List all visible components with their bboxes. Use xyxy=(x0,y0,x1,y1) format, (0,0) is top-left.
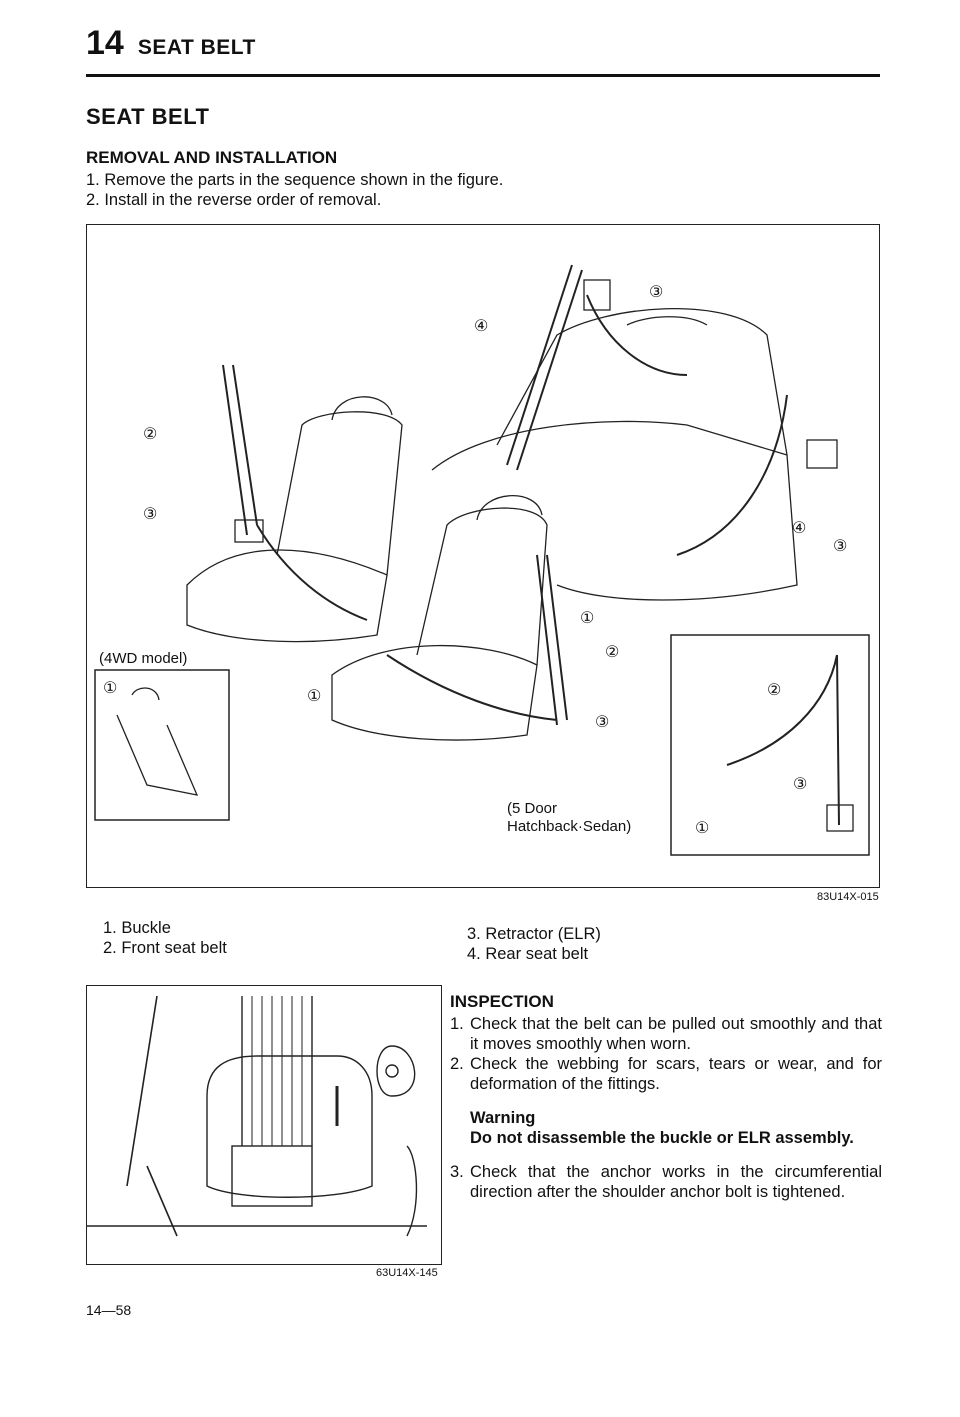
front-belt-right-edge xyxy=(546,554,568,721)
removal-heading: REMOVAL AND INSTALLATION xyxy=(86,148,338,167)
removal-step-1: 1. Remove the parts in the sequence show… xyxy=(86,171,504,189)
front-seat-right-headrest xyxy=(476,495,543,521)
elr-diagram xyxy=(87,995,427,1237)
callout-4-top: ④ xyxy=(474,318,488,335)
webbing-edges xyxy=(241,996,313,1146)
inset-5door-frame xyxy=(670,634,870,856)
callout-3-inset: ③ xyxy=(793,776,807,793)
section-title: SEAT BELT xyxy=(86,104,210,129)
retractor-left xyxy=(234,519,264,543)
warning-title: Warning xyxy=(470,1109,536,1127)
inset-4wd-frame xyxy=(94,669,230,821)
label-5door-2: Hatchback·Sedan) xyxy=(507,818,632,835)
warning-block: Warning Do not disassemble the buckle or… xyxy=(470,1108,882,1148)
callout-2-center: ② xyxy=(605,644,619,661)
inspection-item-2: 2. Check the webbing for scars, tears or… xyxy=(450,1054,882,1094)
front-belt-left xyxy=(222,364,248,536)
front-belt-right xyxy=(536,554,558,726)
main-figure-code: 83U14X-015 xyxy=(817,891,879,903)
inspection-figure-code: 63U14X-145 xyxy=(376,1267,438,1279)
rear-belt xyxy=(506,264,573,466)
inspection-item-number: 3. xyxy=(450,1163,464,1181)
round-cover xyxy=(376,1045,416,1097)
page-header: 14 SEAT BELT xyxy=(86,24,256,63)
callout-1-inset: ① xyxy=(695,820,709,837)
chapter-number: 14 xyxy=(86,24,124,62)
chapter-title: SEAT BELT xyxy=(137,36,256,59)
inspection-item-text: Check the webbing for scars, tears or we… xyxy=(470,1055,882,1093)
elr-housing xyxy=(206,1055,373,1198)
main-figure: ② ③ ④ ③ ④ ③ ① ② ③ ① ① ② ③ ① (4WD model) … xyxy=(86,224,880,888)
header-rule xyxy=(86,74,880,77)
inspection-figure xyxy=(86,985,442,1265)
inspection-item-number: 2. xyxy=(450,1055,464,1073)
removal-step-2: 2. Install in the reverse order of remov… xyxy=(86,191,382,209)
inspection-heading: INSPECTION xyxy=(450,992,554,1011)
label-5door-1: (5 Door xyxy=(507,800,558,817)
callout-1-left: ① xyxy=(307,688,321,705)
callout-3-right: ③ xyxy=(833,538,847,555)
pillar-edge xyxy=(406,1145,418,1237)
callout-3-center: ③ xyxy=(595,714,609,731)
rear-headrest xyxy=(626,316,708,326)
inspection-item-number: 1. xyxy=(450,1015,464,1033)
inspection-item-3: 3. Check that the anchor works in the ci… xyxy=(450,1162,882,1202)
rear-belt-shoulder xyxy=(586,294,688,376)
callout-2-left: ② xyxy=(143,426,157,443)
inset-belt-vertical xyxy=(836,654,840,826)
inspection-item-1: 1. Check that the belt can be pulled out… xyxy=(450,1014,882,1054)
page-number: 14—58 xyxy=(86,1302,132,1318)
rear-belt-edge xyxy=(516,269,583,471)
legend-right-1: 3. Retractor (ELR) xyxy=(467,925,601,943)
callout-2-inset: ② xyxy=(767,682,781,699)
legend-right-2: 4. Rear seat belt xyxy=(467,945,589,963)
inset-belt xyxy=(726,654,838,766)
buckle-4wd xyxy=(116,714,199,796)
inspection-section: INSPECTION 1. Check that the belt can be… xyxy=(450,992,882,1202)
retractor-rear-top xyxy=(583,279,611,311)
inset-retractor xyxy=(826,804,854,832)
rear-belt-right xyxy=(676,394,788,556)
lap-belt-left xyxy=(256,524,368,621)
lap-belt-right xyxy=(386,654,558,721)
warning-text: Do not disassemble the buckle or ELR ass… xyxy=(470,1129,854,1147)
label-4wd: (4WD model) xyxy=(99,650,188,667)
cover-hole xyxy=(385,1064,399,1078)
retractor-rear xyxy=(806,439,838,469)
front-seat-left-cushion xyxy=(186,549,388,643)
webbing-lines xyxy=(251,996,303,1146)
front-seat-left-headrest xyxy=(331,396,393,421)
rear-seat-cushion xyxy=(431,420,798,601)
legend-left-2: 2. Front seat belt xyxy=(103,939,227,957)
legend-left-1: 1. Buckle xyxy=(103,919,171,937)
callout-3-top: ③ xyxy=(649,284,663,301)
front-seat-left-back xyxy=(276,411,403,576)
front-belt-left-edge xyxy=(232,364,258,526)
front-seat-right-cushion xyxy=(331,644,538,741)
inspection-item-text: Check that the belt can be pulled out sm… xyxy=(470,1015,882,1053)
rear-seat-back xyxy=(496,308,788,456)
seat-frame xyxy=(126,995,178,1237)
callout-4-right: ④ xyxy=(792,520,806,537)
callout-3-left: ③ xyxy=(143,506,157,523)
front-seat-right-back xyxy=(416,507,548,666)
inspection-item-text: Check that the anchor works in the circu… xyxy=(470,1163,882,1201)
callout-1-center: ① xyxy=(580,610,594,627)
buckle-4wd-head xyxy=(131,687,160,701)
seat-belt-diagram: ② ③ ④ ③ ④ ③ ① ② ③ ① ① ② ③ ① xyxy=(94,264,870,856)
callout-1-4wd: ① xyxy=(103,680,117,697)
